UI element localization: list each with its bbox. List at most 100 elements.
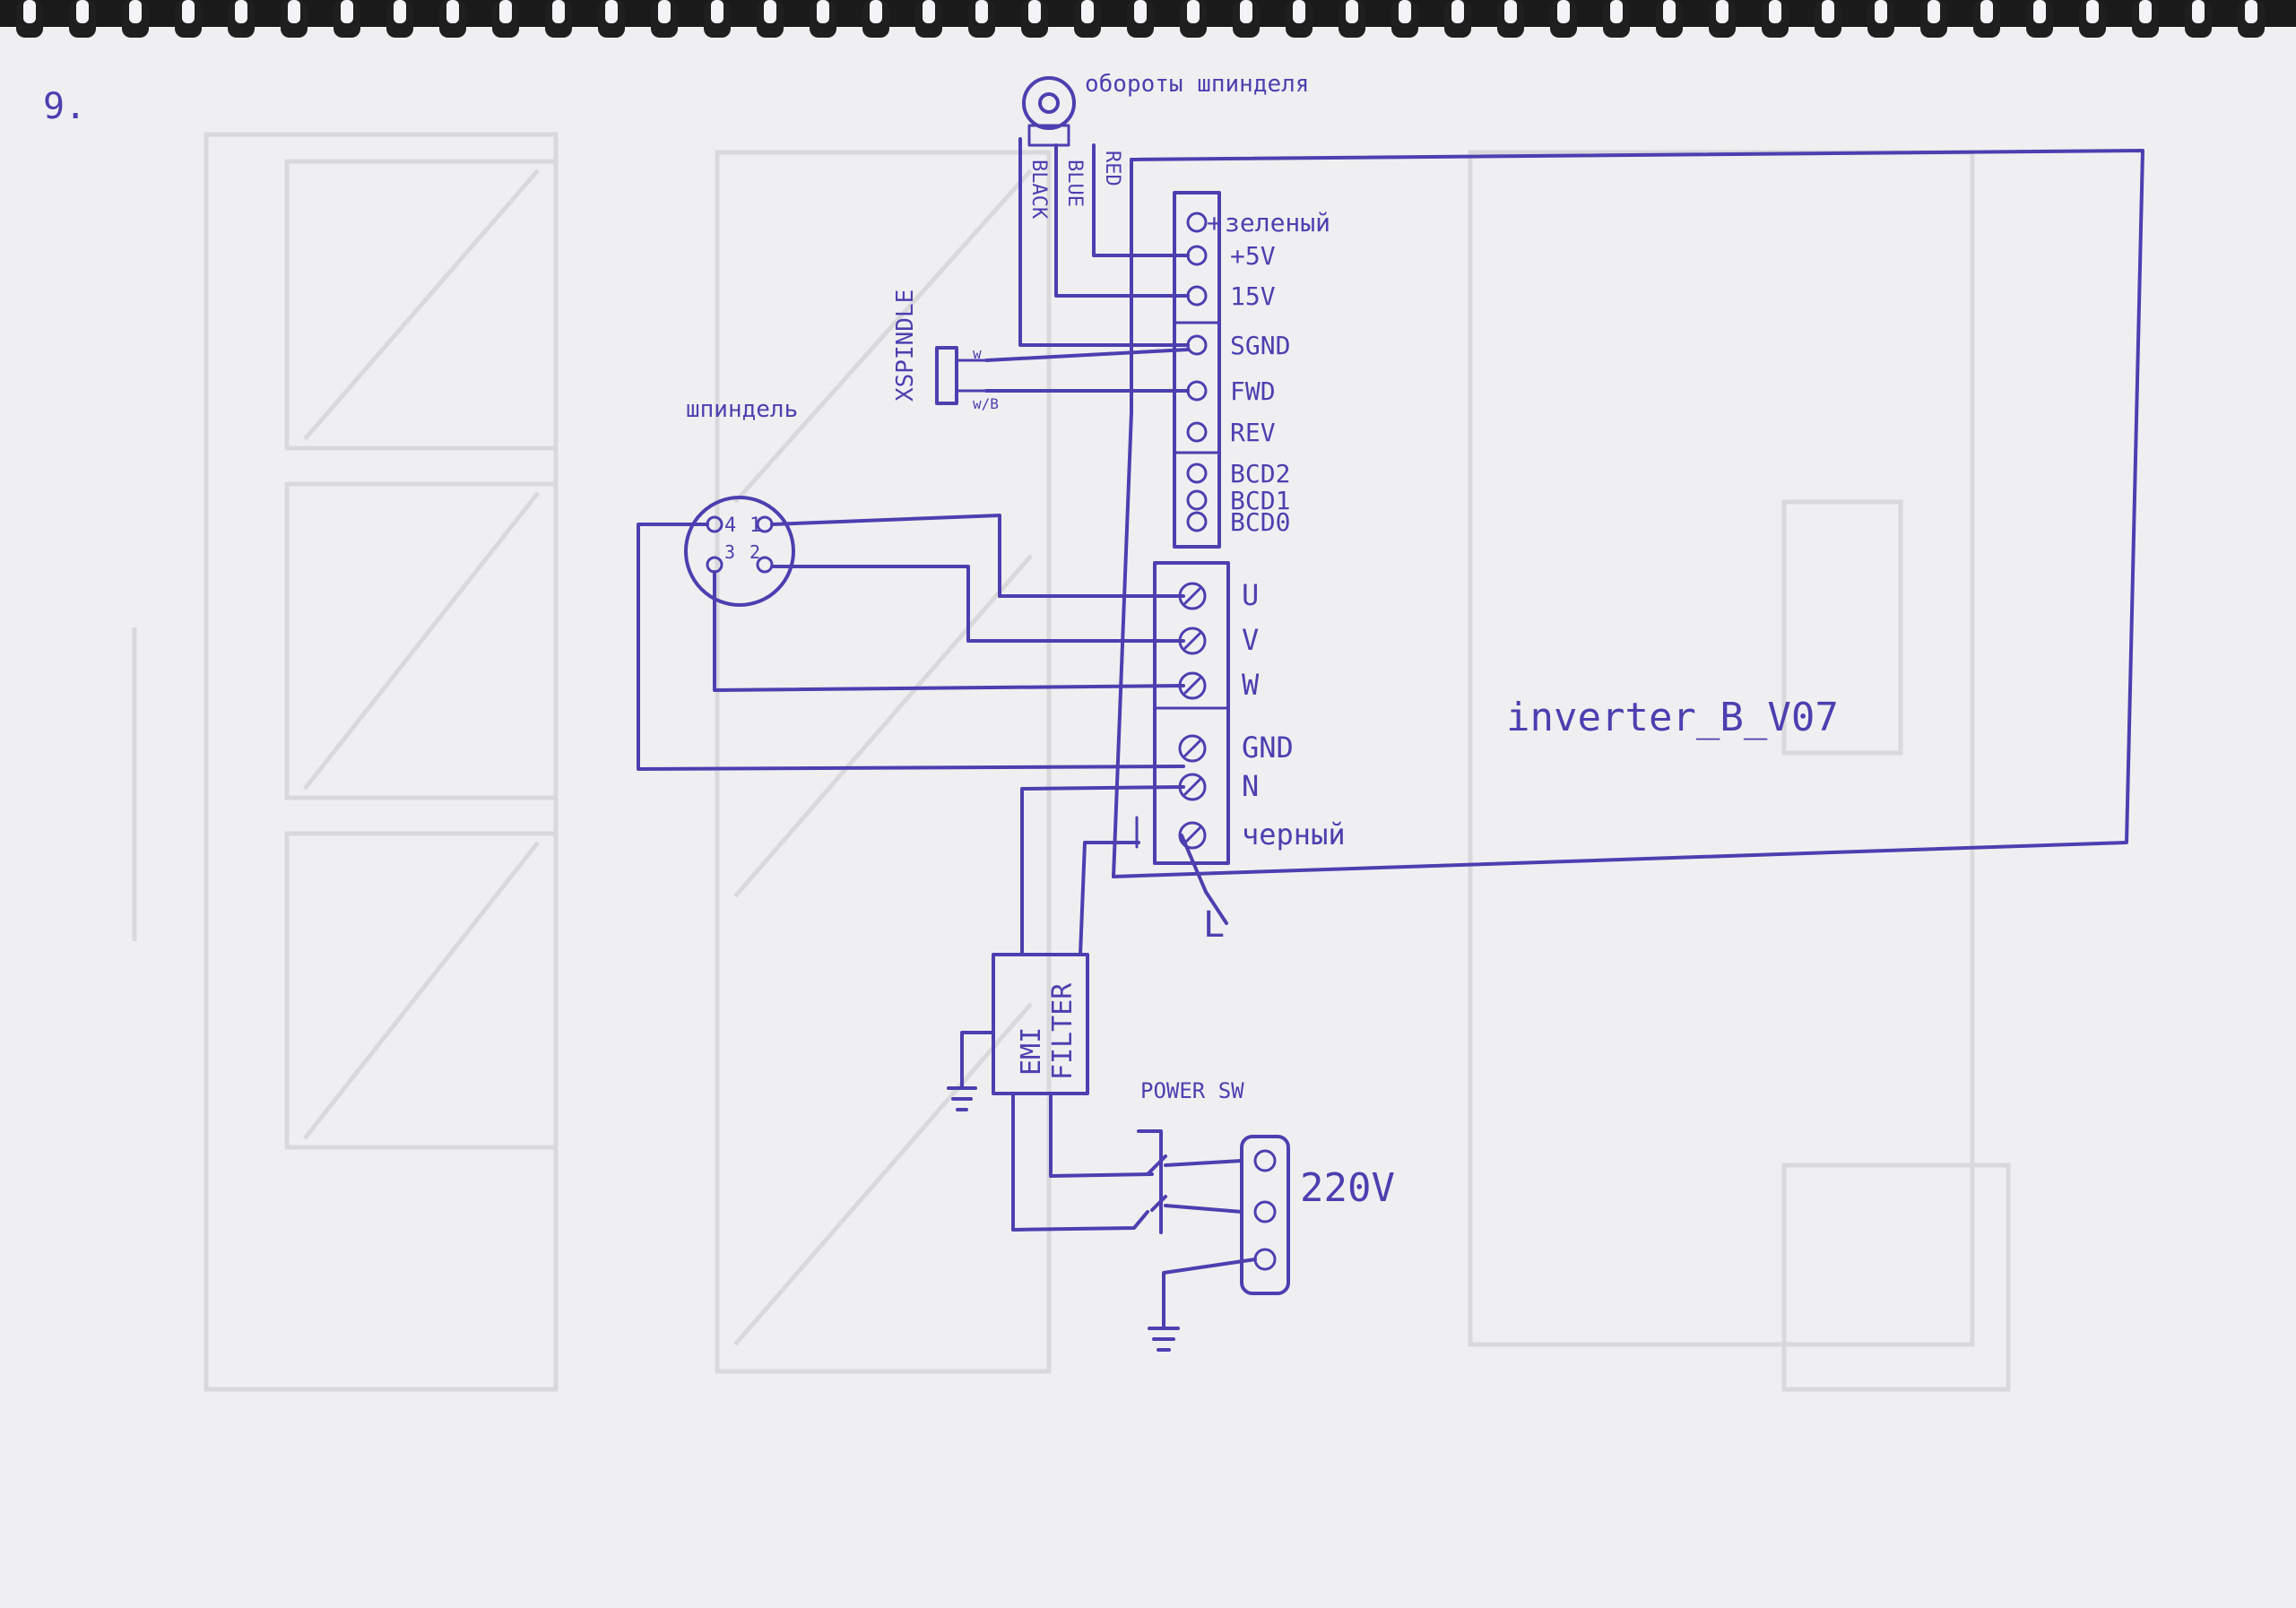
ground-symbol-icon	[947, 1086, 977, 1111]
inverter-label: inverter_B_V07	[1506, 695, 1839, 740]
binding-ring-hole	[2086, 0, 2099, 23]
binding-ring-hole	[129, 0, 142, 23]
binding-ring-hole	[235, 0, 247, 23]
binding-ring-hole	[1928, 0, 1940, 23]
binding-ring-hole	[1293, 0, 1305, 23]
binding-ring-hole	[1346, 0, 1358, 23]
terminal-screw	[1186, 489, 1208, 511]
terminal-screw	[1186, 380, 1208, 402]
binding-ring-hole	[711, 0, 723, 23]
xspindle-connector	[935, 346, 1190, 405]
xspindle-wire-w: w	[973, 345, 982, 362]
xspindle-label: XSPINDLE	[892, 290, 919, 402]
binding-ring-hole	[499, 0, 512, 23]
notebook-page	[0, 27, 2296, 1608]
terminal-screw-slot	[1183, 826, 1201, 844]
spindle-label: шпиндель	[686, 396, 798, 423]
binding-ring-hole	[2192, 0, 2205, 23]
binding-ring-hole	[1134, 0, 1147, 23]
terminal-label: U	[1242, 578, 1259, 612]
wire-label-blue: BLUE	[1063, 160, 1086, 207]
binding-ring-hole	[975, 0, 988, 23]
xspindle-wire-wb: w/B	[973, 395, 999, 412]
wire-label-black: BLACK	[1027, 160, 1050, 220]
inverter-outline	[1112, 149, 2144, 878]
terminal-screw	[1178, 734, 1207, 763]
speed-sensor-icon	[1022, 76, 1076, 147]
binding-ring-hole	[288, 0, 300, 23]
earth-wire	[1162, 1258, 1257, 1328]
wire-label-red: RED	[1101, 151, 1123, 186]
binding-ring-hole	[605, 0, 618, 23]
terminal-label: FWD	[1230, 376, 1276, 406]
binding-ring-hole	[923, 0, 935, 23]
binding-ring-hole	[1822, 0, 1834, 23]
binding-ring-hole	[1081, 0, 1094, 23]
binding-ring-hole	[658, 0, 671, 23]
terminal-label: зеленый	[1225, 208, 1330, 238]
binding-ring-hole	[341, 0, 353, 23]
binding-ring-hole	[2245, 0, 2257, 23]
terminal-screw	[1186, 334, 1208, 356]
terminal-rows: +зеленый+5V15VSGNDFWDREVBCD2BCD1BCD0UVWG…	[1178, 208, 1346, 852]
terminal-screw	[1186, 463, 1208, 484]
terminal-label: REV	[1230, 418, 1276, 447]
binding-ring-hole	[1610, 0, 1623, 23]
motor-wires	[637, 514, 1185, 771]
binding-ring-hole	[870, 0, 882, 23]
binding-ring-hole	[552, 0, 565, 23]
connector-pin-4: 4	[724, 514, 736, 537]
terminal-label: +5V	[1230, 241, 1276, 271]
emi-filter-label-2: FILTER	[1047, 982, 1079, 1080]
terminal-label: GND	[1242, 731, 1294, 765]
terminal-screw	[1186, 285, 1208, 307]
binding-ring-hole	[23, 0, 36, 23]
spiral-binding	[16, 0, 2265, 38]
power-switch	[1011, 1092, 1243, 1234]
binding-ring-hole	[2033, 0, 2046, 23]
terminal-screw-slot	[1183, 739, 1201, 757]
binding-ring-hole	[1716, 0, 1728, 23]
binding-ring-hole	[182, 0, 195, 23]
terminal-screw-slot	[1183, 677, 1201, 695]
emi-filter	[960, 953, 1089, 1095]
binding-ring-hole	[1557, 0, 1570, 23]
mains-socket-icon	[1240, 1135, 1290, 1295]
terminal-label: 15V	[1230, 281, 1276, 311]
binding-ring-hole	[1451, 0, 1464, 23]
binding-ring-hole	[764, 0, 776, 23]
terminal-screw	[1186, 421, 1208, 443]
binding-ring-hole	[1769, 0, 1781, 23]
terminal-label: черный	[1242, 817, 1346, 852]
terminal-label: W	[1242, 668, 1260, 702]
ground-symbol-icon	[1148, 1327, 1180, 1352]
binding-ring-hole	[1240, 0, 1252, 23]
terminal-label: BCD0	[1230, 507, 1290, 537]
terminal-screw	[1186, 212, 1208, 233]
emi-filter-label-1: EMI	[1016, 1027, 1047, 1076]
terminal-screw-slot	[1183, 632, 1201, 650]
terminal-label: SGND	[1230, 331, 1290, 360]
binding-ring-hole	[1187, 0, 1200, 23]
control-terminal-block	[1173, 191, 1221, 549]
page-number: 9.	[43, 86, 86, 127]
binding-ring-hole	[1980, 0, 1993, 23]
binding-ring-hole	[1399, 0, 1411, 23]
binding-ring-hole	[446, 0, 459, 23]
terminal-screw-slot	[1183, 778, 1201, 796]
terminal-label: N	[1242, 769, 1259, 803]
terminal-mark: +	[1207, 208, 1222, 238]
l-label: L	[1203, 904, 1225, 946]
terminal-label: V	[1242, 623, 1259, 657]
binding-ring-hole	[1028, 0, 1041, 23]
sensor-label: обороты шпинделя	[1085, 71, 1309, 98]
mains-label: 220V	[1300, 1165, 1395, 1211]
terminal-screw	[1186, 511, 1208, 532]
inverter-left-edge	[1112, 158, 1133, 878]
binding-ring-hole	[1663, 0, 1676, 23]
binding-ring-hole	[2139, 0, 2152, 23]
bleed-through-shapes	[132, 132, 2011, 1392]
terminal-screw	[1186, 245, 1208, 266]
